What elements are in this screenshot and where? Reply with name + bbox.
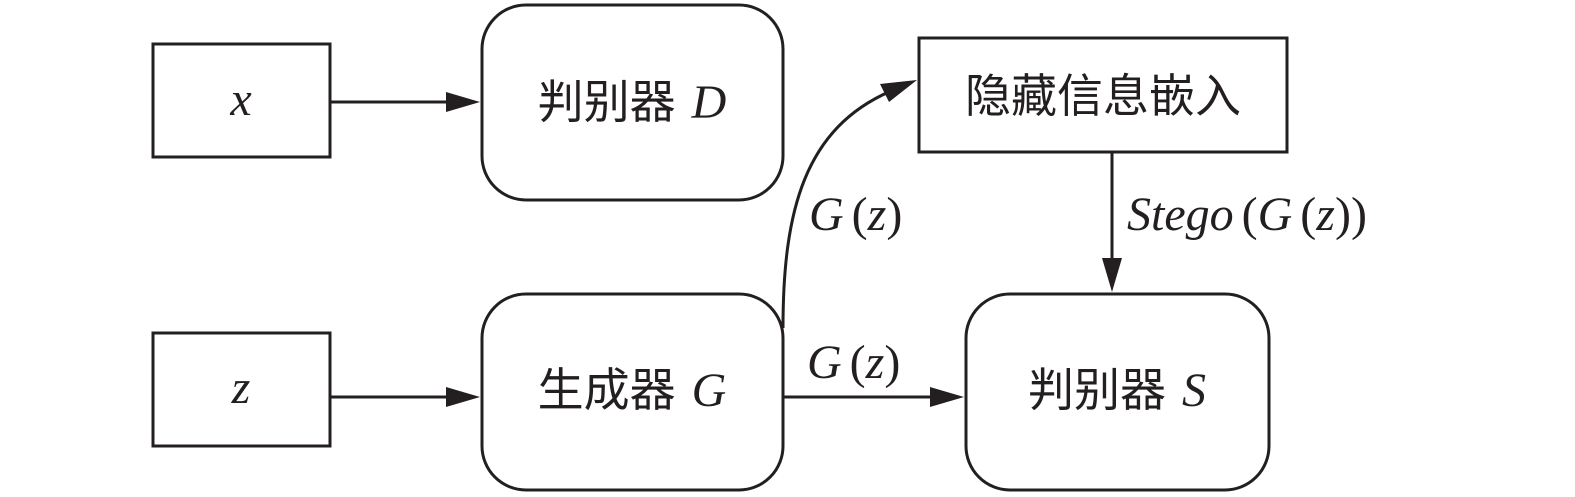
- input-x-label: x: [229, 73, 251, 126]
- edge-label-stego: Stego(G(z)): [1127, 188, 1367, 241]
- discriminator-s-symbol: S: [1182, 364, 1206, 417]
- arrow-embedding-to-discriminator-s-head: [1102, 258, 1122, 292]
- discriminator-d-node: 判别器 D: [480, 3, 785, 202]
- input-z-label: z: [231, 361, 251, 414]
- generator-g-symbol: G: [692, 364, 727, 417]
- embedding-box: [917, 36, 1289, 154]
- arrow-generator-to-embedding: [781, 80, 917, 329]
- arrow-z-to-generator-g: [330, 387, 480, 407]
- arrow-x-to-discriminator-d-head: [446, 92, 480, 112]
- input-x-box: [151, 42, 332, 159]
- input-z-node: z: [151, 331, 332, 448]
- input-z-box: [151, 331, 332, 448]
- discriminator-d-box: [480, 3, 785, 202]
- discriminator-d-symbol: D: [691, 76, 727, 129]
- arrow-generator-to-discriminator-s: [783, 387, 964, 407]
- discriminator-d-prefix: 判别器: [538, 75, 676, 129]
- generator-g-label: 生成器 G: [538, 363, 727, 417]
- arrow-embedding-to-discriminator-s: [1102, 152, 1122, 292]
- generator-g-box: [480, 292, 785, 492]
- arrow-z-to-generator-g-head: [446, 387, 480, 407]
- generator-g-node: 生成器 G: [480, 292, 785, 492]
- edge-label-gz-lower: G(z): [807, 336, 900, 389]
- discriminator-s-label: 判别器 S: [1028, 363, 1206, 417]
- arrow-generator-to-embedding-head: [880, 80, 917, 102]
- discriminator-s-node: 判别器 S: [964, 292, 1271, 492]
- input-x-node: x: [151, 42, 332, 159]
- discriminator-s-box: [964, 292, 1271, 492]
- generator-g-prefix: 生成器: [538, 363, 676, 417]
- edge-label-gz-upper: G(z): [809, 188, 902, 241]
- embedding-label: 隐藏信息嵌入: [965, 69, 1241, 123]
- discriminator-d-label: 判别器 D: [538, 75, 727, 129]
- arrow-x-to-discriminator-d: [330, 92, 480, 112]
- arrow-generator-to-embedding-curve: [781, 89, 892, 329]
- arrow-generator-to-discriminator-s-head: [930, 387, 964, 407]
- embedding-node: 隐藏信息嵌入: [917, 36, 1289, 154]
- discriminator-s-prefix: 判别器: [1028, 363, 1166, 417]
